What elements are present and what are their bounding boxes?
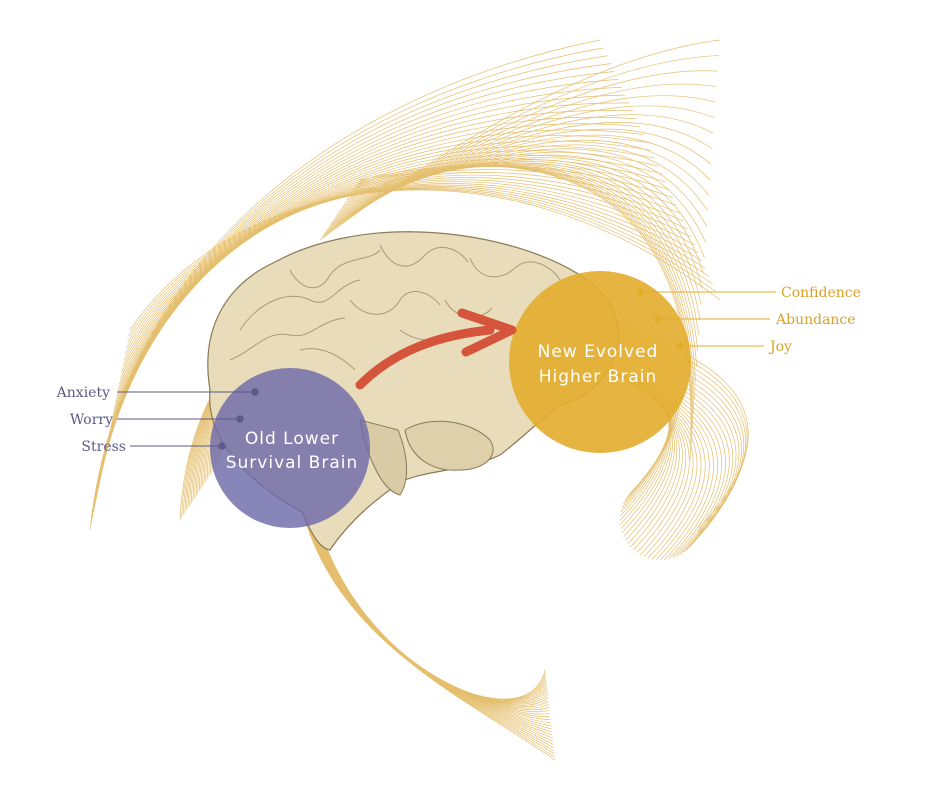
mesh-line [312,518,549,709]
mesh-line [311,517,550,711]
mesh-line [319,39,721,241]
mesh-line [345,161,702,305]
mesh-line [306,510,552,730]
mesh-line [109,150,659,434]
mesh-line [310,515,550,715]
mesh-line [309,514,551,717]
stress-label: Stress [81,439,126,455]
old-brain-label-line2: Survival Brain [226,453,359,473]
mesh-line [119,179,692,379]
mesh-line [304,507,553,739]
mesh-line [318,528,546,700]
negative-leader-lines [117,388,259,450]
mesh-line [301,501,555,755]
confidence-label: Confidence [781,285,861,301]
progression-arrow [355,325,495,390]
mesh-line [307,511,552,727]
arrow-head [457,308,517,357]
anxiety-label: Anxiety [56,385,110,401]
new-brain-label-line2: Higher Brain [539,367,658,387]
mesh-line [351,165,698,367]
mesh-line [355,166,694,414]
mesh-line [353,166,695,398]
mesh-line [319,529,546,700]
old-brain-circle [210,368,370,528]
cerebellum [404,420,494,471]
mesh-line [300,500,555,758]
mesh-line [321,55,719,239]
mesh-line [348,163,700,336]
brain-folds [229,244,599,371]
mesh-line [117,174,684,391]
abundance-label: Abundance [775,312,856,328]
mesh-line [352,165,696,383]
joy-label: Joy [768,339,792,355]
mesh-line [106,140,651,446]
positive-leader-lines [636,288,776,350]
old-brain-label-line1: Old Lower [245,429,339,449]
mesh-line [310,516,550,713]
mesh-line [113,165,673,409]
mesh-line [318,527,547,701]
new-brain-label-line1: New Evolved [538,342,659,362]
mesh-line [349,164,699,352]
mesh-line [115,169,677,403]
mesh-line [107,145,655,440]
new-brain-circle [509,271,691,453]
mesh-line [343,159,703,289]
mesh-line [110,154,662,428]
mesh-line [118,177,688,385]
mesh-line [307,512,551,724]
mesh-line [308,513,551,721]
worry-label: Worry [70,412,113,428]
mesh-line [346,162,701,321]
